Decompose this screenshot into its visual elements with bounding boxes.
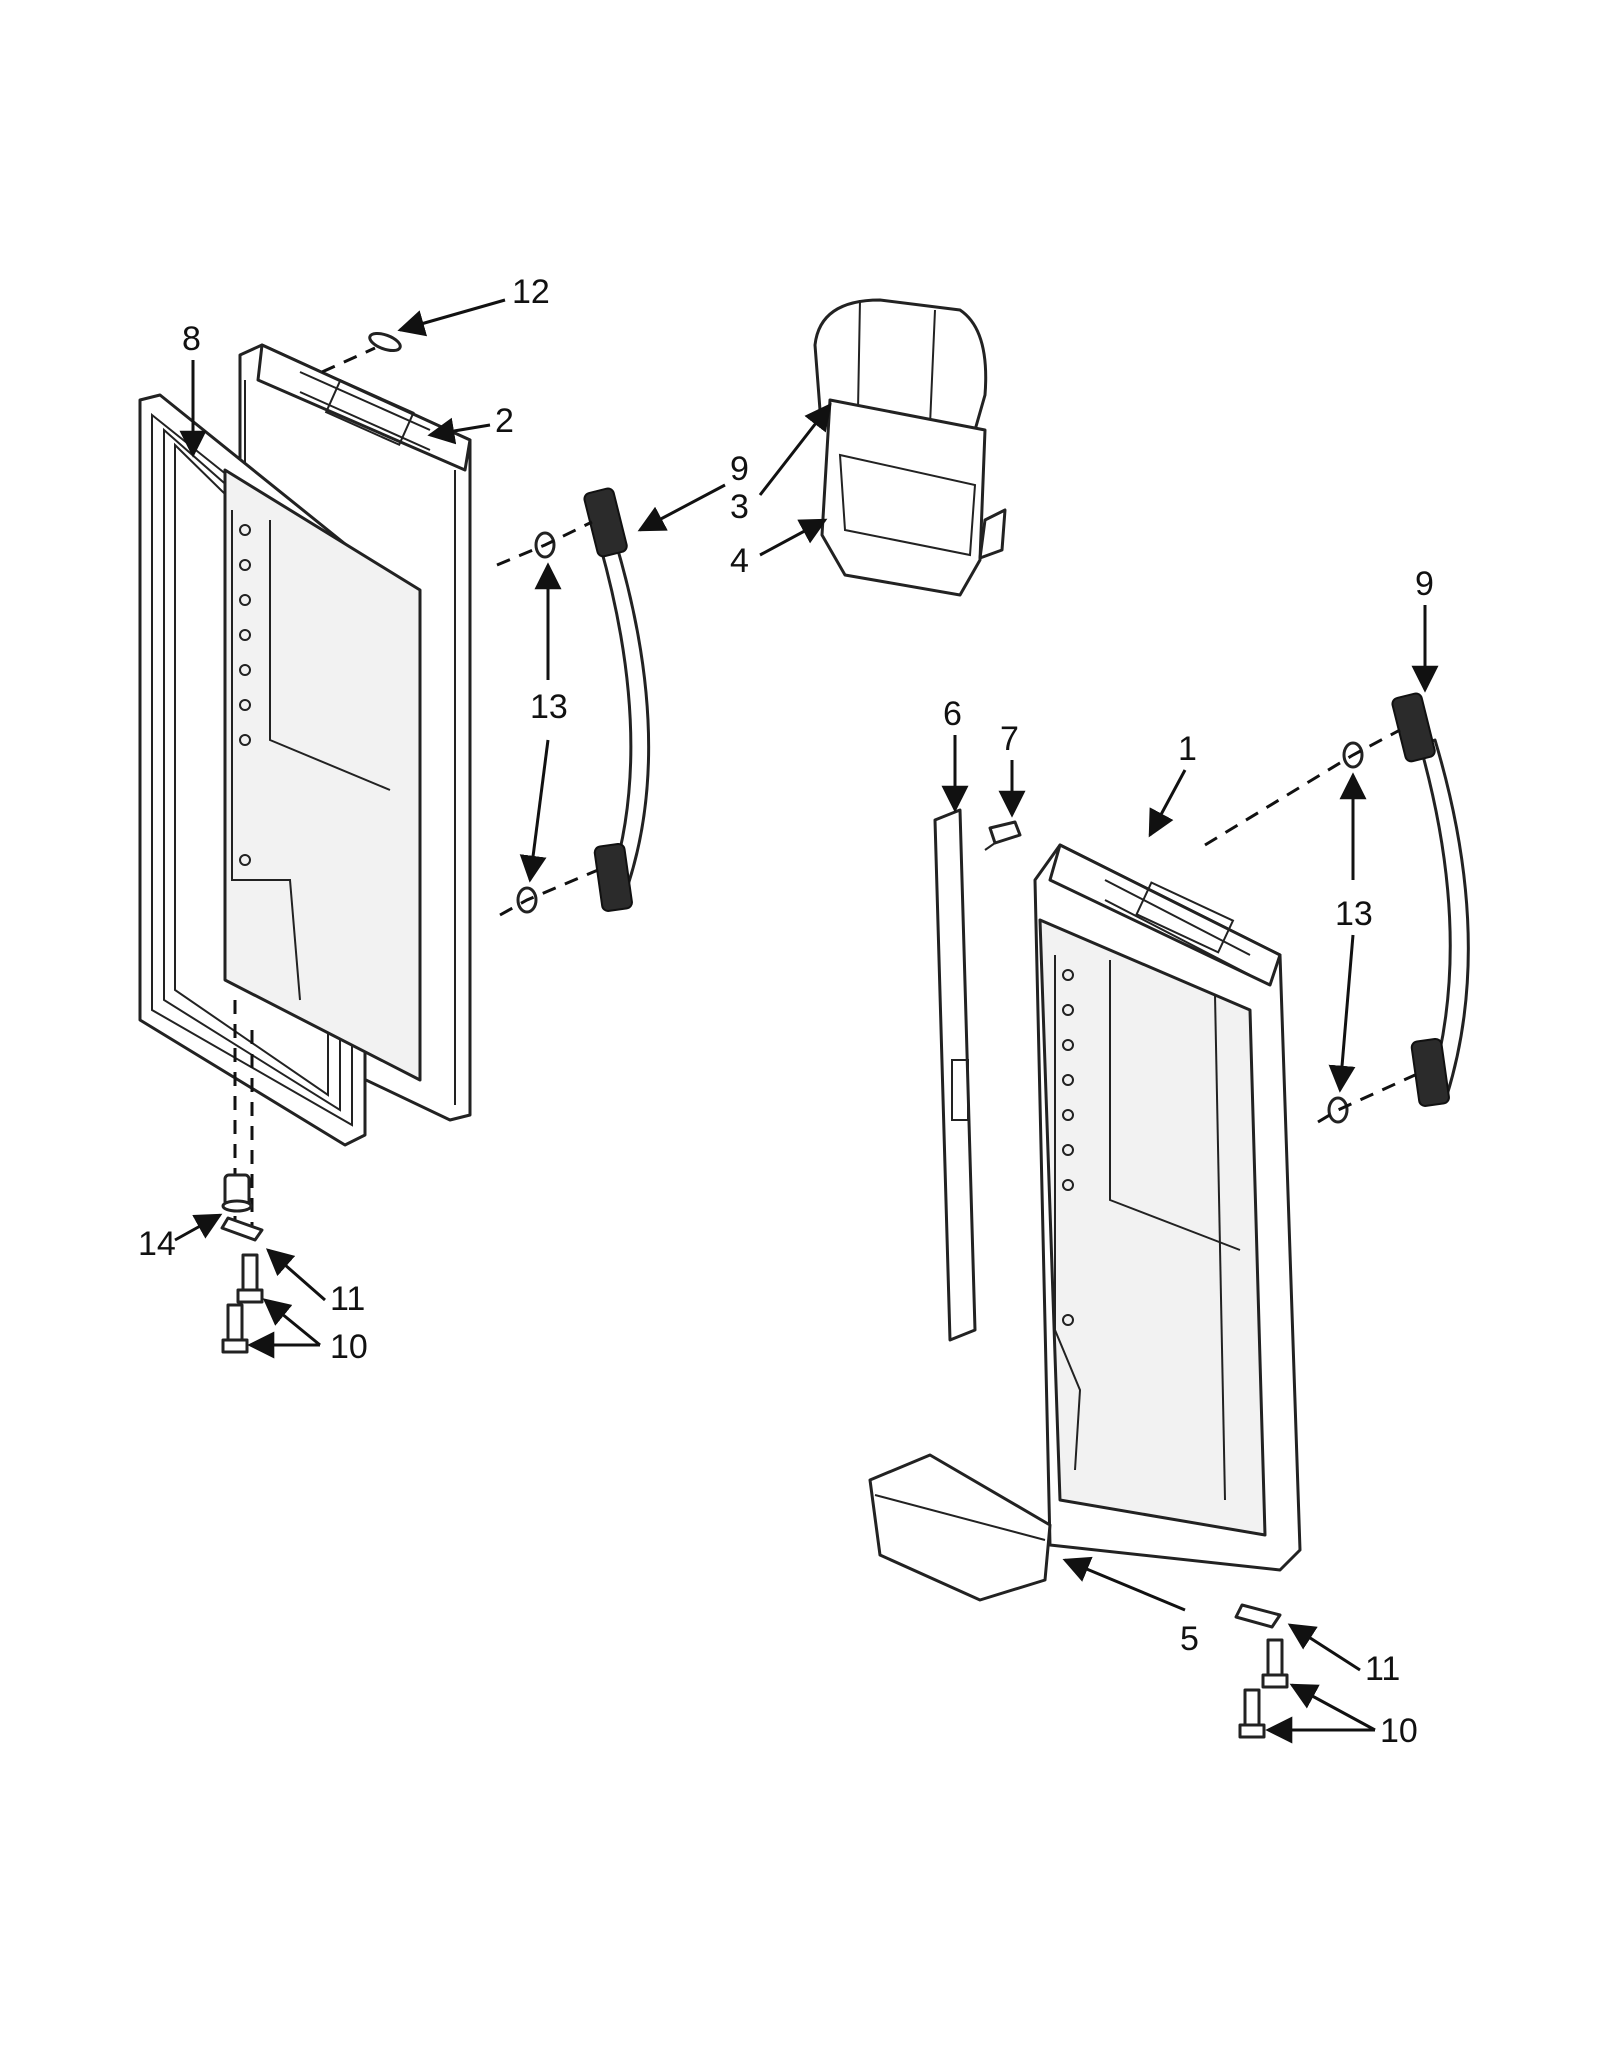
left-door-liner — [223, 468, 422, 1082]
callout-13-left: 13 — [530, 688, 568, 726]
callout-leaders — [174, 298, 1439, 1744]
right-door-shell — [1033, 843, 1302, 1572]
left-hinge-plate — [220, 1216, 264, 1242]
callout-11-left: 11 — [330, 1280, 365, 1318]
callout-3: 3 — [730, 488, 749, 526]
hinge-cover-strip — [933, 808, 977, 1342]
callout-8: 8 — [182, 320, 201, 358]
hinge-cover-screw — [984, 820, 1022, 851]
callout-2: 2 — [495, 402, 514, 440]
callout-14: 14 — [138, 1225, 176, 1263]
right-door-handle — [1391, 692, 1470, 1107]
left-door-handle — [583, 487, 651, 912]
hinge-bushing — [221, 1173, 253, 1213]
callout-6: 6 — [943, 695, 962, 733]
callout-9-left: 9 — [730, 450, 749, 488]
door-plug — [368, 331, 402, 353]
callout-12: 12 — [512, 273, 550, 311]
callout-1: 1 — [1178, 730, 1197, 768]
callout-9-right: 9 — [1415, 565, 1434, 603]
callout-10-right: 10 — [1380, 1712, 1418, 1750]
callout-5: 5 — [1180, 1620, 1199, 1658]
callout-4: 4 — [730, 542, 749, 580]
callout-13-right: 13 — [1335, 895, 1373, 933]
callout-7: 7 — [1000, 720, 1019, 758]
right-hinge-screws — [1238, 1638, 1289, 1739]
door-bin-bottom — [868, 1453, 1052, 1602]
callout-10-left: 10 — [330, 1328, 368, 1366]
right-door-assembly — [868, 692, 1470, 1739]
callout-numbers: 12 2 8 9 3 4 13 9 6 7 1 13 5 14 11 10 11… — [138, 273, 1434, 1750]
door-bin-module — [813, 298, 1007, 597]
right-hinge-plate — [1234, 1603, 1282, 1629]
callout-11-right: 11 — [1365, 1650, 1400, 1688]
left-hinge-screws — [221, 1253, 264, 1354]
right-handle-spacer-bottom — [1327, 1096, 1349, 1124]
left-door-assembly — [138, 331, 651, 1354]
